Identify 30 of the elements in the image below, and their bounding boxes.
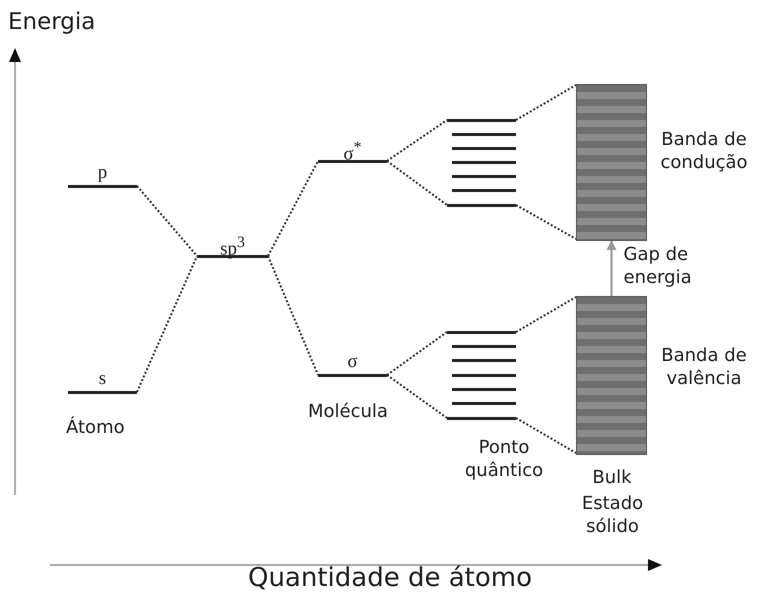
discrete-levels [447, 118, 516, 206]
dotted-connector [386, 331, 448, 376]
dotted-connector [136, 256, 198, 392]
band-label: Banda de condução [659, 128, 749, 174]
discrete-levels [447, 330, 516, 420]
stage-label: Molécula [308, 400, 388, 424]
energy-level: s [68, 368, 137, 394]
dotted-connector [516, 417, 576, 454]
stage-label: Ponto quântico [464, 436, 544, 483]
dotted-connector [516, 84, 576, 121]
arrow [606, 240, 616, 297]
energy-level: p [68, 162, 137, 188]
stage-label: Bulk [591, 466, 633, 490]
dotted-connector [267, 160, 319, 256]
energy-level: σ [318, 351, 387, 376]
band-label: Banda de valência [660, 344, 748, 390]
axis-title: Quantidade de átomo [246, 562, 533, 595]
axis-title: Energia [8, 8, 96, 37]
energy-band [576, 84, 647, 240]
stage-label: Átomo [66, 416, 125, 440]
stage-label: Estado sólido [580, 492, 644, 539]
dotted-connector [386, 160, 448, 206]
dotted-connector [267, 256, 319, 376]
energy-level: σ$^{*}$ [318, 137, 387, 162]
dotted-connector [136, 185, 198, 257]
dotted-connector [386, 119, 448, 162]
dotted-connector [386, 374, 448, 419]
dotted-connector [516, 204, 576, 240]
dotted-connector [516, 296, 576, 333]
energy-band [576, 296, 647, 454]
